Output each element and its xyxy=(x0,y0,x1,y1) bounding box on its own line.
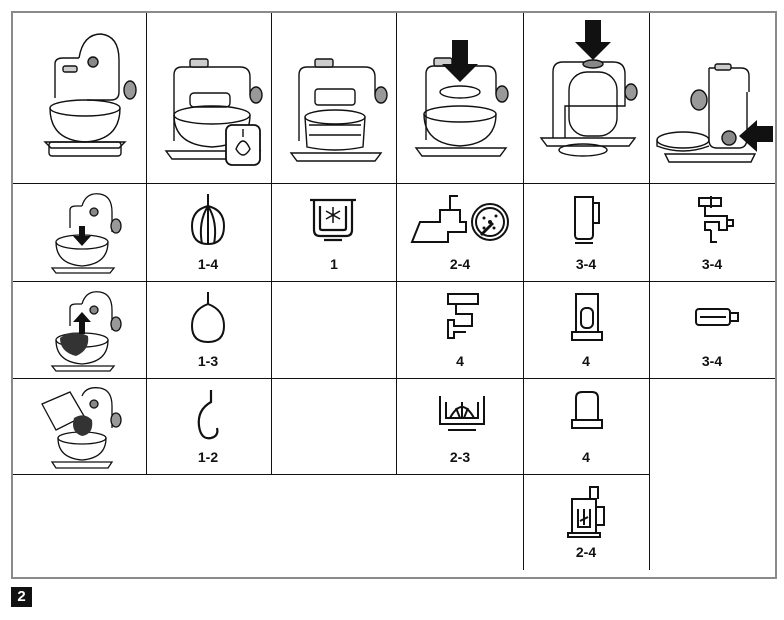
grid-line xyxy=(13,183,775,184)
speed-label: 3-4 xyxy=(682,353,742,369)
bowl-insert-icon xyxy=(48,192,128,274)
meat-mincer-icon xyxy=(697,194,735,246)
machine-press-arm-icon xyxy=(412,40,512,175)
food-processor-icon xyxy=(566,485,608,539)
machine-press-top-icon xyxy=(535,20,640,165)
grid-line xyxy=(523,13,524,570)
machine-side-press-icon xyxy=(655,62,773,166)
frozen-bowl-icon xyxy=(308,196,358,242)
speed-label: 3-4 xyxy=(556,256,616,272)
speed-label: 1 xyxy=(304,256,364,272)
speed-label: 1-4 xyxy=(178,256,238,272)
speed-label: 1-2 xyxy=(178,449,238,465)
blender-icon xyxy=(572,195,602,245)
grid-line xyxy=(13,474,650,475)
machine-whisk-detail-icon xyxy=(160,55,270,175)
speed-label: 4 xyxy=(430,353,490,369)
grid-line xyxy=(146,13,147,474)
machine-ice-bowl-icon xyxy=(285,55,395,170)
pasta-roller-icon xyxy=(694,305,740,329)
speed-label: 2-4 xyxy=(556,544,616,560)
speed-label: 4 xyxy=(556,353,616,369)
grid-line xyxy=(271,13,272,474)
whisk-icon xyxy=(188,192,228,248)
bowl-pour-icon xyxy=(40,386,130,470)
balloon-whisk-icon xyxy=(189,290,227,346)
machine-arm-up-icon xyxy=(35,30,135,170)
grid-line xyxy=(13,281,775,282)
citrus-press-icon xyxy=(438,394,486,432)
figure-number-badge: 2 xyxy=(11,587,32,607)
kneading-hook-icon xyxy=(193,388,223,442)
speed-label: 2-3 xyxy=(430,449,490,465)
speed-label: 2-4 xyxy=(430,256,490,272)
speed-label: 4 xyxy=(556,449,616,465)
grid-line xyxy=(649,13,650,570)
grid-line xyxy=(396,13,397,474)
mincer-body-icon xyxy=(444,292,482,342)
grid-line xyxy=(13,378,775,379)
chopper-icon xyxy=(570,292,604,342)
bowl-remove-icon xyxy=(48,290,128,372)
slicer-icon xyxy=(570,390,604,432)
speed-label: 3-4 xyxy=(682,256,742,272)
speed-label: 1-3 xyxy=(178,353,238,369)
mincer-disc-icon xyxy=(410,192,510,250)
